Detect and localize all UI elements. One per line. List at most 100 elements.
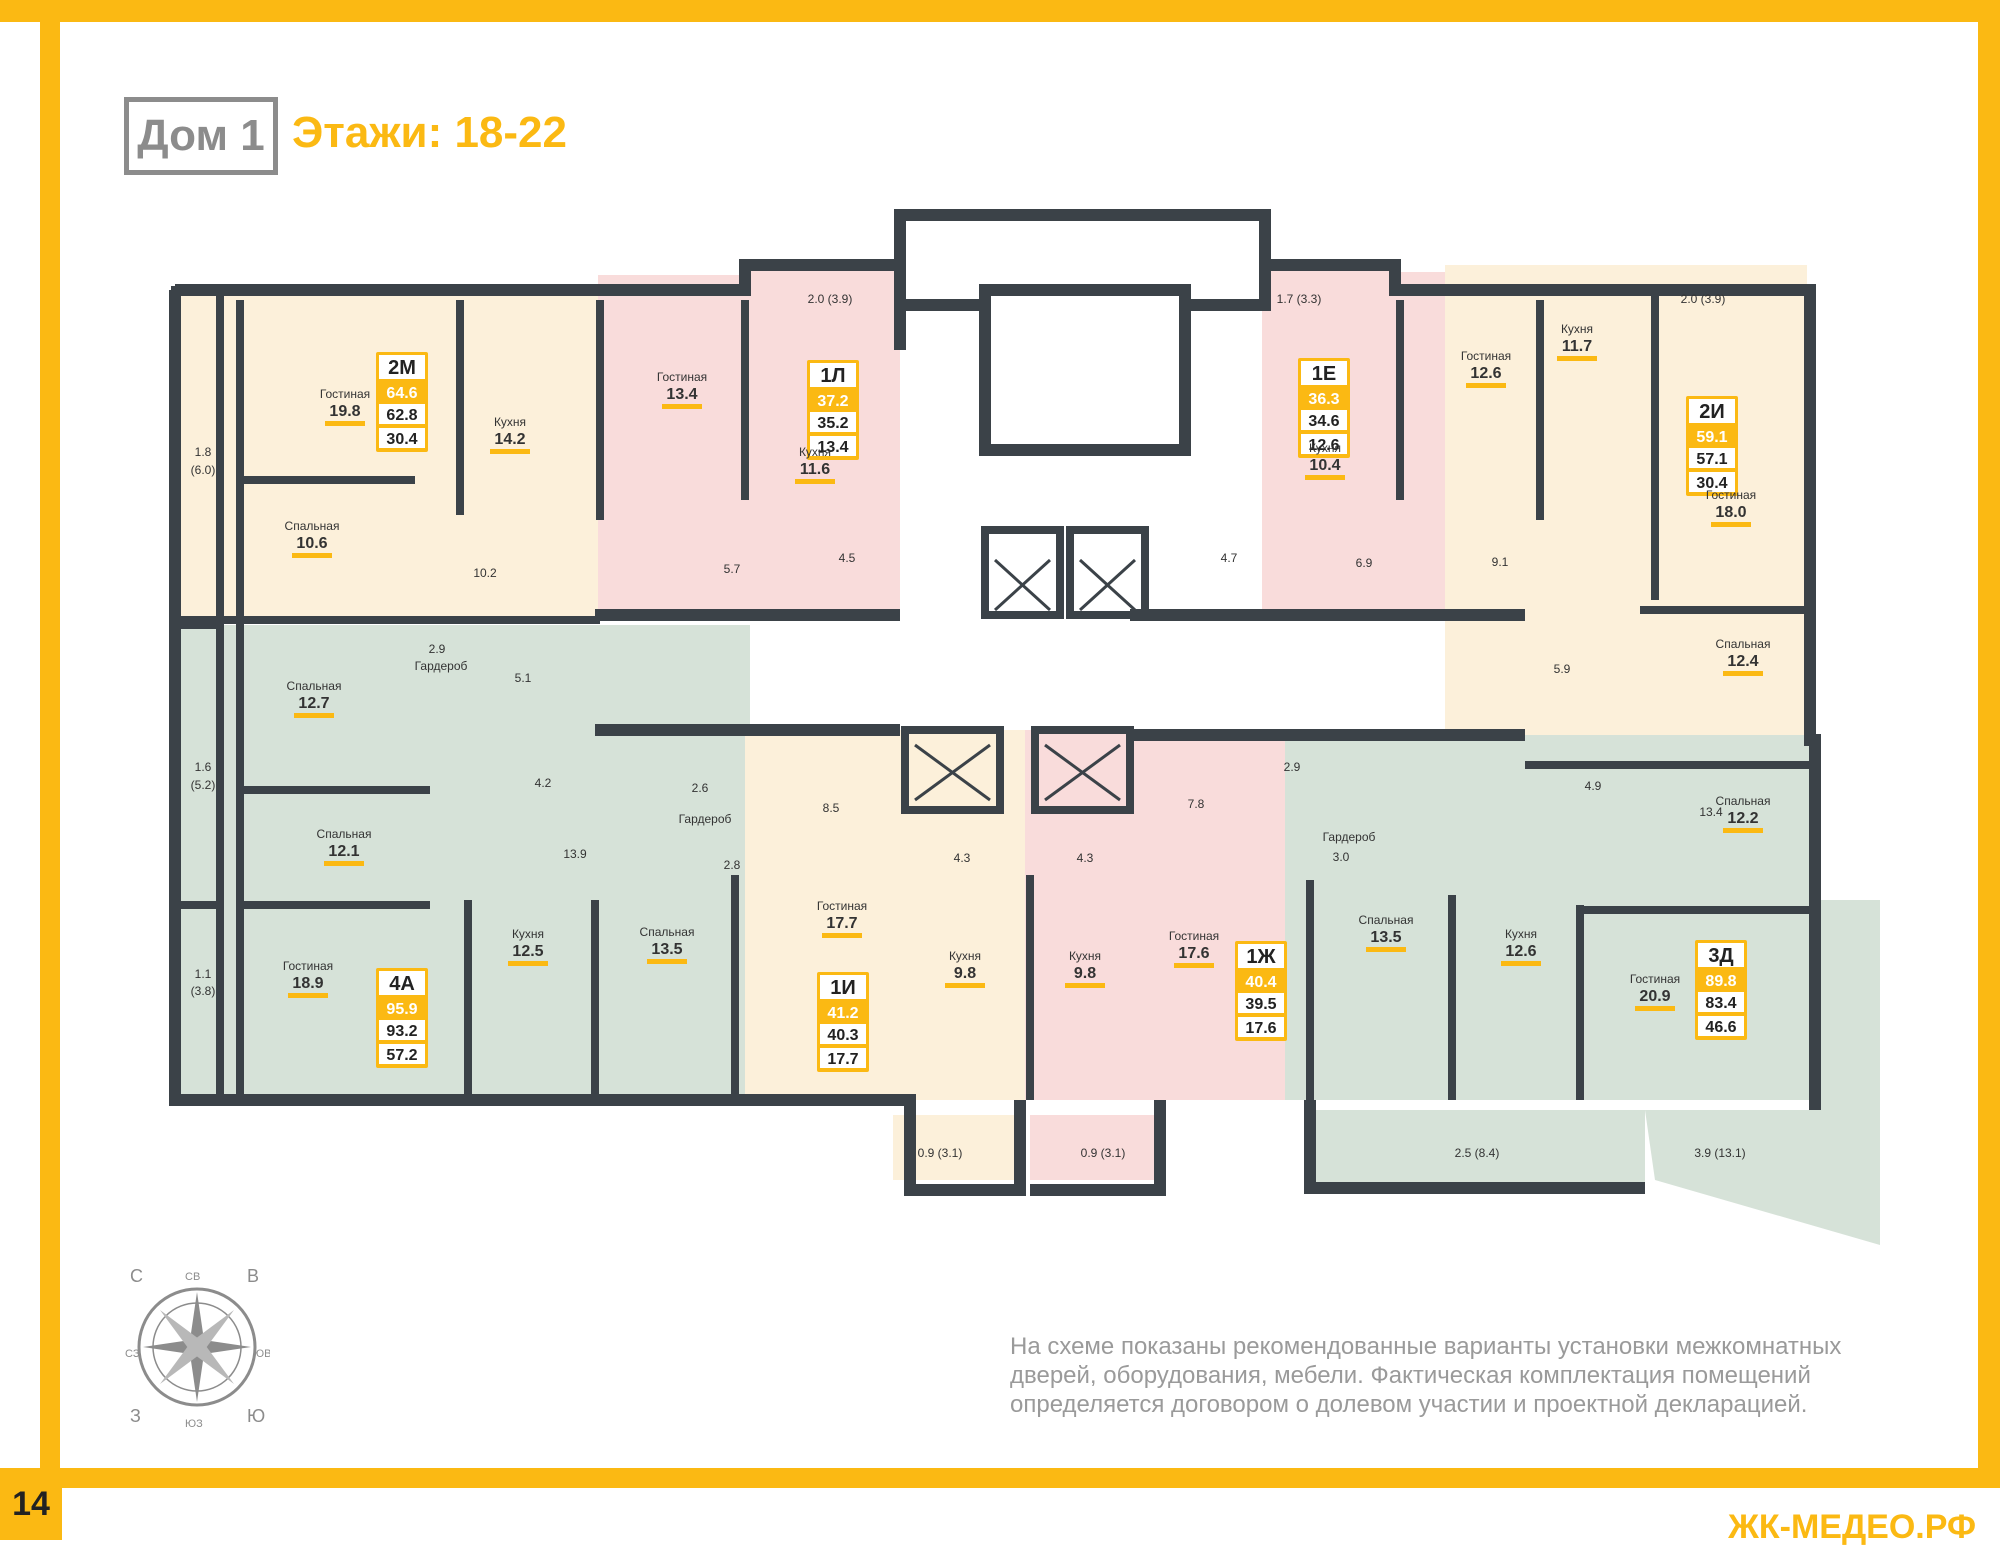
small-area-31: 4.3: [1077, 851, 1094, 865]
room-name: Гостиная: [817, 899, 867, 913]
room-name: Гостиная: [1169, 929, 1219, 943]
room-name: Спальная: [1716, 794, 1771, 808]
room-label-1: Гостиная 19.8: [320, 387, 370, 426]
room-name: Гостиная: [320, 387, 370, 401]
apartment-living-area: 62.8: [386, 407, 417, 424]
room-name: Спальная: [640, 925, 695, 939]
frame-bottom: [0, 1468, 2000, 1488]
room-label-19: Гостиная 17.6: [1169, 929, 1219, 968]
room-area: 13.5: [1370, 929, 1401, 946]
apartment-living: 17.7: [827, 1051, 858, 1068]
house-label: Дом 1: [124, 97, 278, 175]
small-area-14: 5.1: [515, 671, 532, 685]
small-area-26: Гардероб: [1323, 830, 1376, 844]
room-area: 12.2: [1727, 810, 1758, 827]
apartment-living: 13.4: [817, 439, 848, 456]
room-area: 18.0: [1715, 504, 1746, 521]
apartment-living-area: 93.2: [386, 1023, 417, 1040]
small-area-25: 2.9: [1284, 760, 1301, 774]
small-area-13: Гардероб: [415, 659, 468, 673]
room-area: 9.8: [954, 965, 976, 982]
small-area-12: 2.9: [429, 642, 446, 656]
apartment-living: 12.6: [1308, 437, 1339, 454]
compass-e: В: [247, 1266, 259, 1286]
room-label-17: Кухня 9.8: [945, 949, 985, 988]
room-name: Гостиная: [657, 370, 707, 384]
small-area-5: (6.0): [191, 463, 216, 477]
apartment-living: 46.6: [1705, 1019, 1736, 1036]
frame-top: [0, 0, 2000, 22]
room-label-10: Спальная 12.4: [1716, 637, 1771, 676]
apartment-badges: 2М64.662.830.41Л37.235.213.41Е36.334.612…: [376, 352, 1747, 1072]
room-area: 12.7: [298, 695, 329, 712]
apartment-living: 57.2: [386, 1047, 417, 1064]
small-area-7: 5.7: [724, 562, 741, 576]
compass-se: ЮВ: [253, 1348, 270, 1360]
small-area-20: 2.6: [692, 781, 709, 795]
frame-left: [40, 0, 60, 1472]
apartment-total: 95.9: [386, 1001, 417, 1018]
compass-ne: СВ: [185, 1271, 200, 1283]
room-name: Спальная: [1716, 637, 1771, 651]
plan-walls: [169, 209, 1821, 1196]
room-name: Кухня: [799, 445, 831, 459]
room-label-9: Гостиная 18.0: [1706, 488, 1756, 527]
room-area: 10.4: [1309, 457, 1340, 474]
small-area-23: 8.5: [823, 801, 840, 815]
frame-right: [1978, 0, 2000, 1472]
apartment-total: 37.2: [817, 393, 848, 410]
floors-label: Этажи: 18-22: [292, 108, 567, 157]
room-area: 19.8: [329, 403, 360, 420]
small-area-17: (5.2): [191, 778, 216, 792]
apartment-code: 2М: [388, 357, 416, 379]
small-area-35: 0.9 (3.1): [1081, 1146, 1126, 1160]
compass-sw: ЮЗ: [185, 1418, 203, 1430]
site-name: ЖК-МЕДЕО.РФ: [1728, 1508, 1976, 1546]
apartment-living-area: 35.2: [817, 415, 848, 432]
room-name: Гостиная: [1461, 349, 1511, 363]
small-area-28: 13.4: [1699, 805, 1723, 819]
small-area-24: 7.8: [1188, 797, 1205, 811]
small-area-33: (3.8): [191, 984, 216, 998]
small-area-34: 0.9 (3.1): [918, 1146, 963, 1160]
small-area-6: 10.2: [473, 566, 497, 580]
room-name: Кухня: [949, 949, 981, 963]
room-area: 12.6: [1505, 943, 1536, 960]
small-area-30: 4.3: [954, 851, 971, 865]
apartment-code: 2И: [1699, 401, 1725, 423]
small-area-1: 2.0 (3.9): [808, 292, 853, 306]
room-label-22: Спальная 12.2: [1716, 794, 1771, 833]
small-area-19: 13.9: [563, 847, 587, 861]
apartment-living-area: 34.6: [1308, 413, 1339, 430]
room-name: Спальная: [317, 827, 372, 841]
room-name: Кухня: [512, 927, 544, 941]
room-name: Гостиная: [1706, 488, 1756, 502]
small-area-8: 4.5: [839, 551, 856, 565]
apartment-code: 4А: [389, 973, 415, 995]
room-area: 17.6: [1178, 945, 1209, 962]
room-labels: Гостиная19.8Кухня14.2Спальная10.6Гостина…: [283, 322, 1771, 1011]
disclaimer-note: На схеме показаны рекомендованные вариан…: [1010, 1333, 1842, 1418]
room-name: Спальная: [1359, 913, 1414, 927]
room-area: 12.4: [1727, 653, 1758, 670]
room-area: 18.9: [292, 975, 323, 992]
small-area-2: 1.7 (3.3): [1277, 292, 1322, 306]
